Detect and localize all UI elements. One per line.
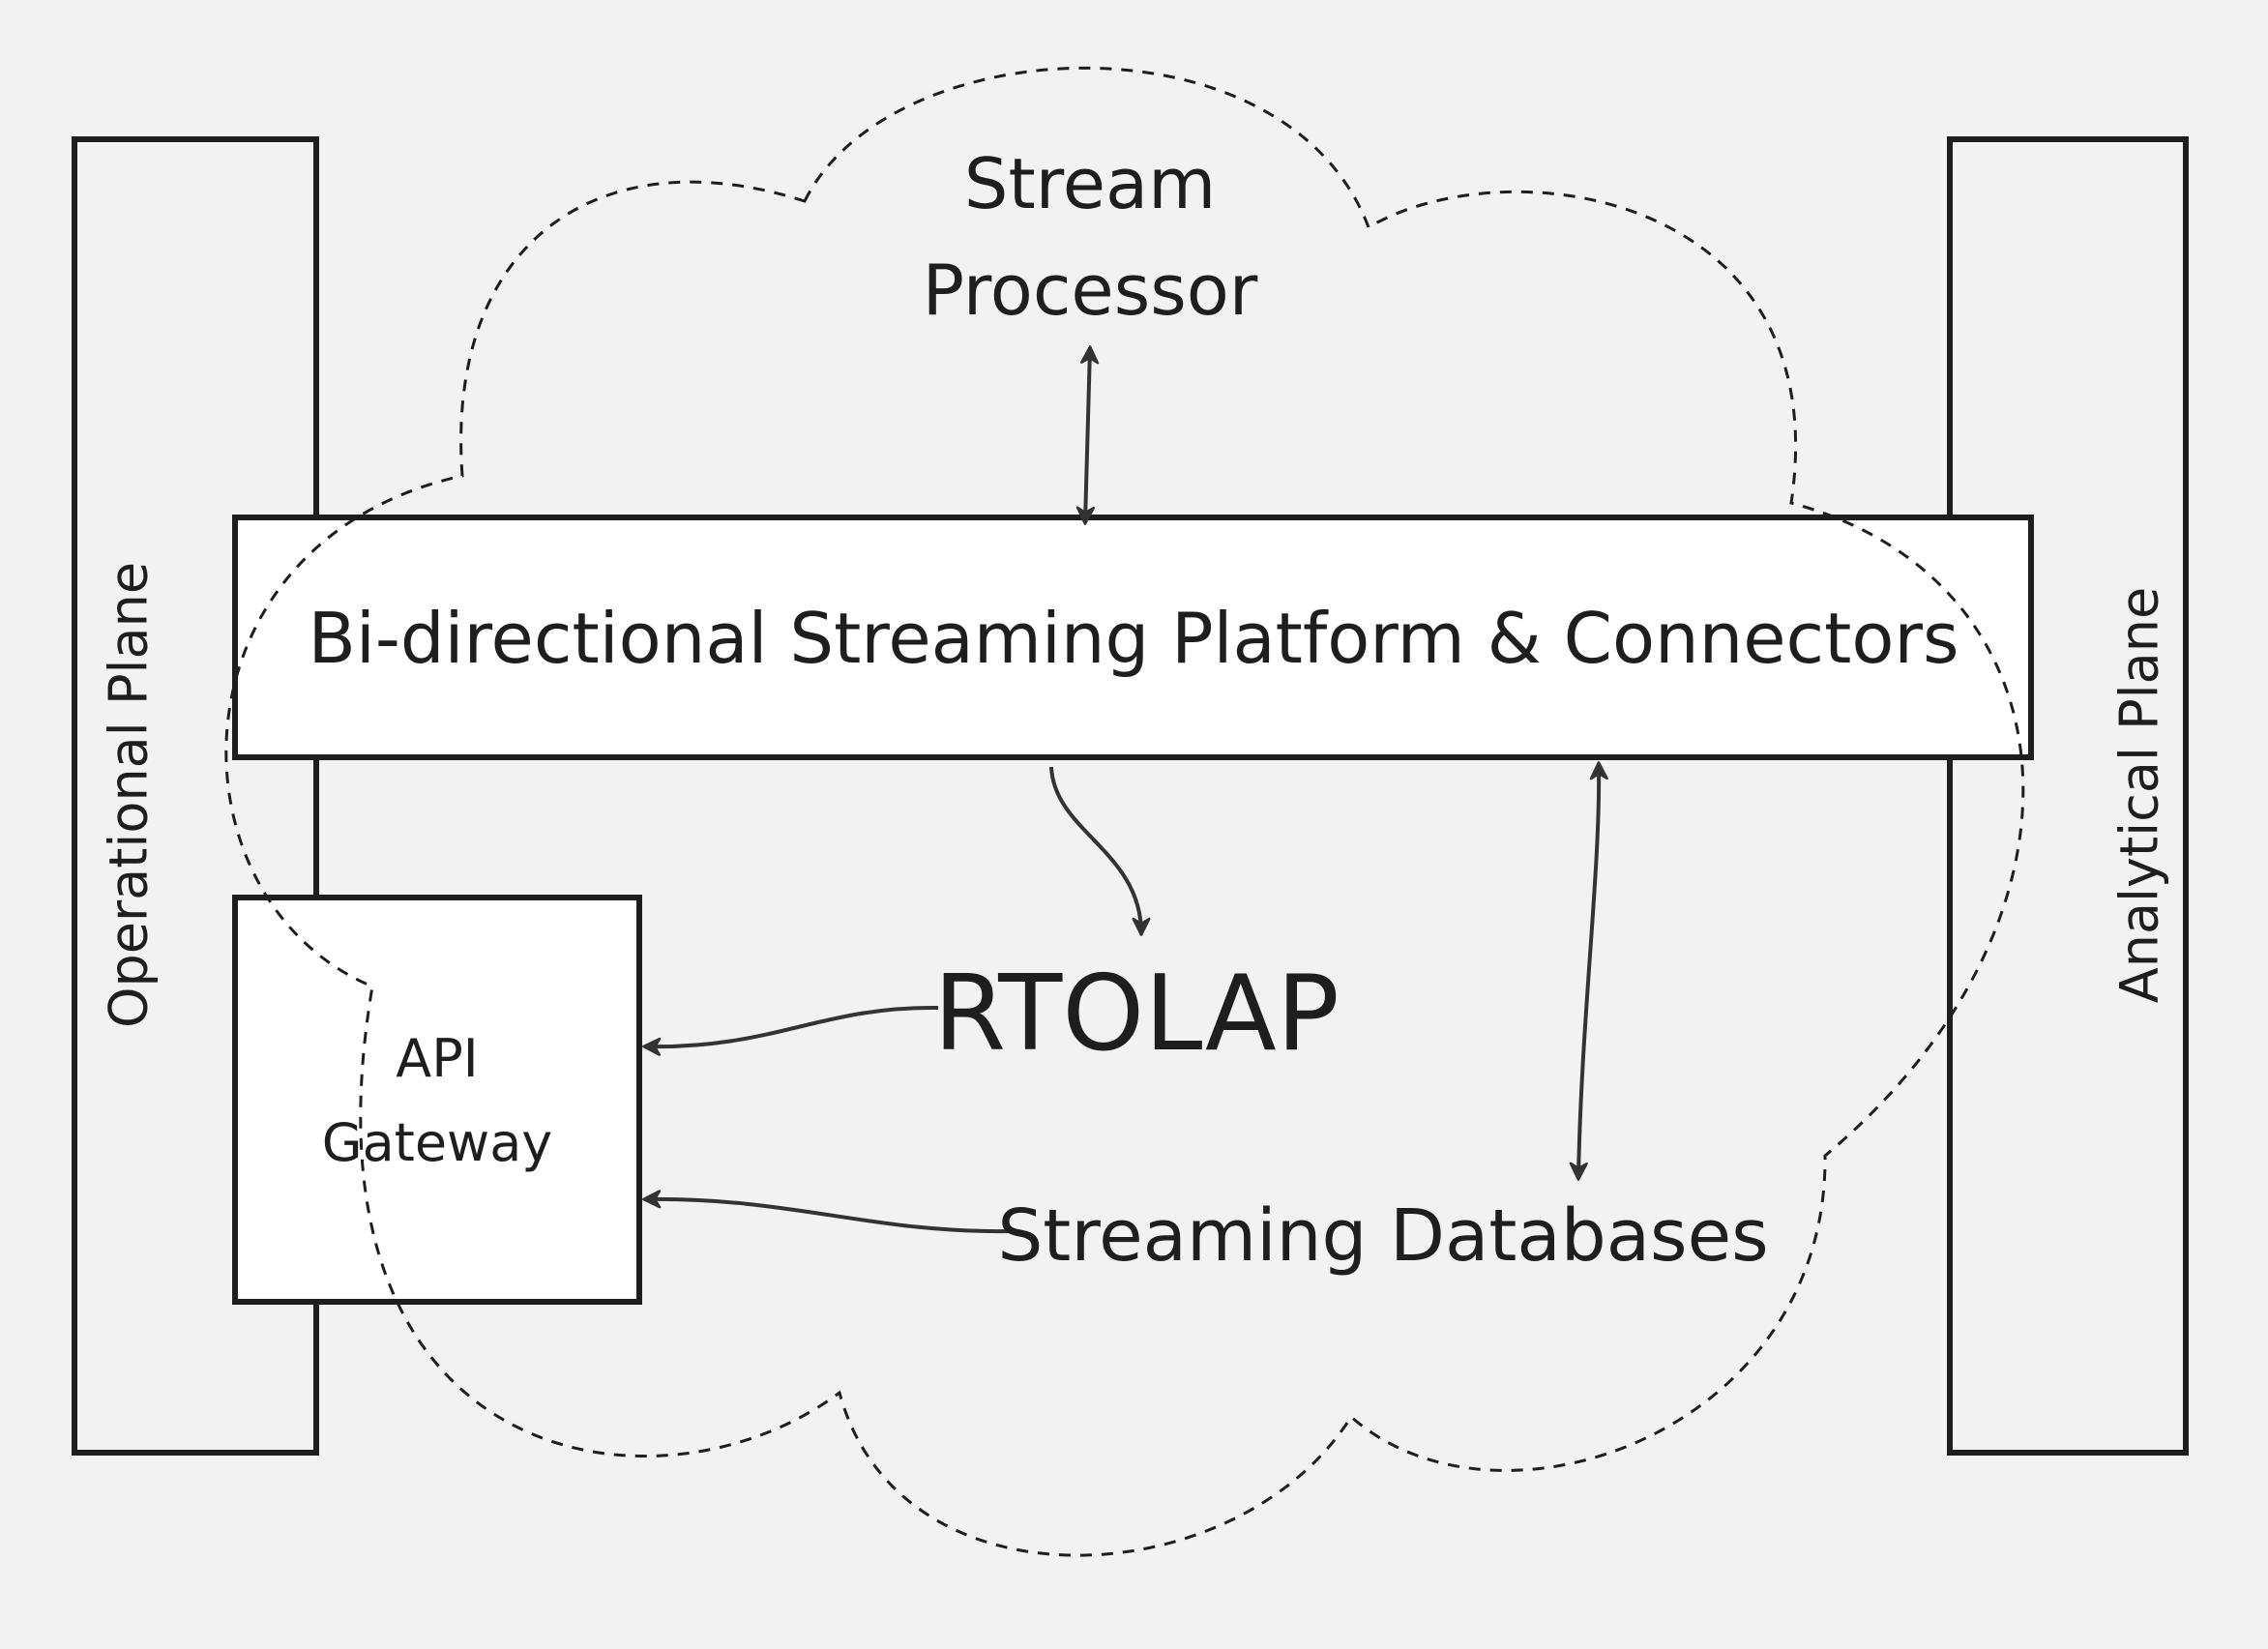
api-gateway-label-line1: API bbox=[396, 1028, 478, 1089]
cloud-outline bbox=[224, 66, 2025, 1557]
operational-plane-label: Operational Plane bbox=[99, 562, 160, 1028]
stream-processor-label-line1: Stream bbox=[964, 143, 1217, 224]
arrow-platform-rtolap bbox=[1049, 766, 1151, 936]
streaming-platform-box bbox=[232, 515, 2034, 760]
analytical-plane-box bbox=[1947, 136, 2189, 1456]
api-gateway-label-line2: Gateway bbox=[322, 1112, 553, 1173]
stream-processor-label-line2: Processor bbox=[923, 250, 1258, 331]
analytical-plane-label: Analytical Plane bbox=[2109, 587, 2170, 1003]
rtolap-label: RTOLAP bbox=[933, 954, 1340, 1075]
operational-plane-box bbox=[72, 136, 319, 1456]
arrow-databases-api-gateway bbox=[642, 1190, 1012, 1234]
arrow-platform-streaming-databases bbox=[1569, 761, 1608, 1181]
arrow-processor-platform bbox=[1075, 345, 1100, 525]
streaming-platform-label: Bi-directional Streaming Platform & Conn… bbox=[308, 598, 1959, 679]
arrow-rtolap-api-gateway bbox=[642, 1005, 939, 1056]
api-gateway-box bbox=[232, 895, 642, 1305]
streaming-databases-label: Streaming Databases bbox=[997, 1194, 1768, 1278]
